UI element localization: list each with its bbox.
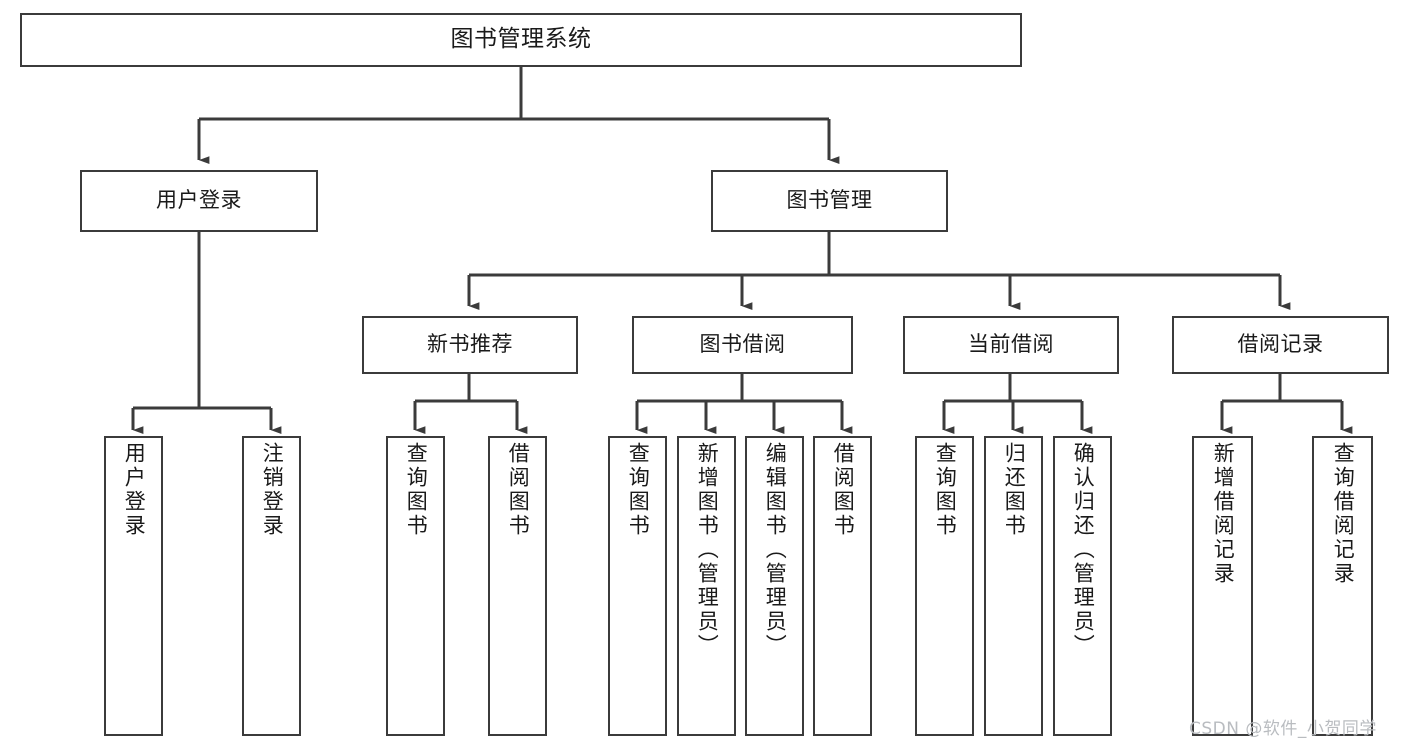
leaf-record-add-record[interactable]: 新增借阅记录 [1192, 436, 1253, 736]
node-borrow-record[interactable]: 借阅记录 [1172, 316, 1389, 374]
csdn-watermark: CSDN @软件_小贺同学 [1189, 719, 1377, 739]
node-label: 编辑图书（管理员） [763, 442, 788, 658]
node-book-management[interactable]: 图书管理 [711, 170, 948, 232]
node-label: 归还图书 [1002, 442, 1027, 538]
node-label: 查询图书 [933, 442, 958, 538]
leaf-recommend-query-book[interactable]: 查询图书 [386, 436, 445, 736]
node-label: 用户登录 [156, 188, 242, 213]
leaf-borrow-query-book[interactable]: 查询图书 [608, 436, 667, 736]
node-label: 借阅图书 [506, 442, 531, 538]
leaf-borrow-add-book-admin[interactable]: 新增图书（管理员） [677, 436, 736, 736]
node-label: 新增图书（管理员） [695, 442, 720, 658]
node-label: 新增借阅记录 [1211, 442, 1236, 586]
node-user-login[interactable]: 用户登录 [80, 170, 318, 232]
node-label: 查询借阅记录 [1331, 442, 1356, 586]
node-label: 新书推荐 [427, 332, 513, 357]
node-label: 当前借阅 [968, 332, 1054, 357]
node-label: 注销登录 [260, 442, 285, 538]
node-label: 查询图书 [404, 442, 429, 538]
leaf-borrow-edit-book-admin[interactable]: 编辑图书（管理员） [745, 436, 804, 736]
leaf-borrow-borrow-book[interactable]: 借阅图书 [813, 436, 872, 736]
node-book-borrow[interactable]: 图书借阅 [632, 316, 853, 374]
node-label: 图书管理 [786, 188, 873, 213]
leaf-user-login-signout[interactable]: 注销登录 [242, 436, 301, 736]
node-label: 确认归还（管理员） [1071, 442, 1096, 658]
node-current-borrow[interactable]: 当前借阅 [903, 316, 1119, 374]
leaf-user-login-signin[interactable]: 用户登录 [104, 436, 163, 736]
node-label: 用户登录 [122, 442, 147, 538]
leaf-record-query-record[interactable]: 查询借阅记录 [1312, 436, 1373, 736]
leaf-current-return-book[interactable]: 归还图书 [984, 436, 1043, 736]
node-label: 图书管理系统 [450, 26, 592, 53]
node-new-book-recommend[interactable]: 新书推荐 [362, 316, 578, 374]
node-root-system[interactable]: 图书管理系统 [20, 13, 1022, 67]
node-label: 借阅记录 [1237, 332, 1324, 357]
node-label: 借阅图书 [831, 442, 856, 538]
leaf-recommend-borrow-book[interactable]: 借阅图书 [488, 436, 547, 736]
node-label: 图书借阅 [699, 332, 786, 357]
leaf-current-query-book[interactable]: 查询图书 [915, 436, 974, 736]
node-label: 查询图书 [626, 442, 651, 538]
leaf-current-confirm-return-admin[interactable]: 确认归还（管理员） [1053, 436, 1112, 736]
